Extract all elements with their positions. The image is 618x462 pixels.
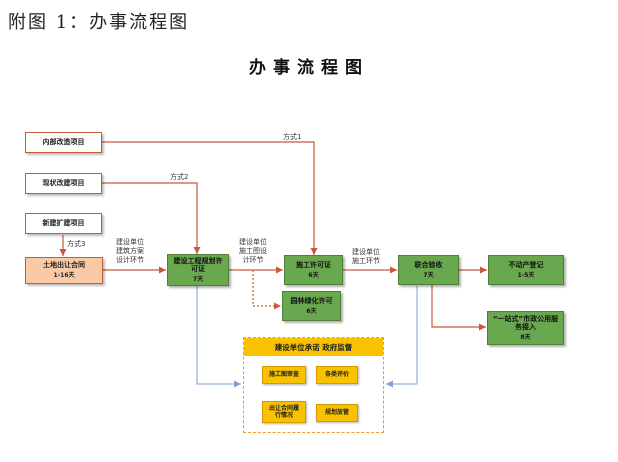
box-shigong-permit: 施工许可证 6天 <box>284 255 343 285</box>
figure-caption: 附图 1：办事流程图 <box>8 12 190 33</box>
page-title: 办事流程图 <box>249 58 369 78</box>
panel-item-guihua: 规划放管 <box>316 404 358 422</box>
box-xianzhuang-project: 现状改建项目 <box>25 173 102 194</box>
edge-lianhe-yizhan <box>431 285 486 331</box>
box-lianhe-acceptance: 联合验收 7天 <box>398 255 459 285</box>
edge-guihua-panel <box>196 286 241 388</box>
edge-lianhe-panel <box>386 286 418 388</box>
supervision-panel: 建设单位承诺 政府监督 施工图审查 各类评价 出让合同履行情况 规划放管 <box>243 337 384 433</box>
label-sheji-stage: 建设单位 建筑方案 设计环节 <box>116 238 144 264</box>
panel-item-hetong: 出让合同履行情况 <box>262 401 306 423</box>
box-tudi-contract: 土地出让合同 1-16天 <box>25 257 103 284</box>
box-yuanlin-permit: 园林绿化许可 6天 <box>282 291 341 321</box>
edge-fangshi1 <box>102 141 318 255</box>
panel-item-pingjia: 各类评价 <box>316 366 358 384</box>
label-fangshi3: 方式3 <box>67 240 86 248</box>
supervision-panel-header: 建设单位承诺 政府监督 <box>244 338 383 356</box>
panel-item-shigongtu: 施工图审查 <box>262 366 306 384</box>
edge-fangshi2 <box>102 182 201 254</box>
box-budongchan-register: 不动产登记 1-5天 <box>488 255 564 285</box>
edge-guihua-yuanlin <box>252 270 281 310</box>
label-shigongtu-stage: 建设单位 施工图设 计环节 <box>239 238 267 264</box>
label-shigong-stage: 建设单位 施工环节 <box>352 248 380 265</box>
label-fangshi2: 方式2 <box>170 173 189 181</box>
label-fangshi1: 方式1 <box>283 133 302 141</box>
box-neibu-project: 内部改造项目 <box>25 132 102 153</box>
box-xinjian-project: 新建扩建项目 <box>25 213 102 234</box>
box-yizhan-service: “一站式”市政公用服务接入 8天 <box>487 311 564 345</box>
box-guihua-permit: 建设工程规划许可证 7天 <box>167 254 229 286</box>
